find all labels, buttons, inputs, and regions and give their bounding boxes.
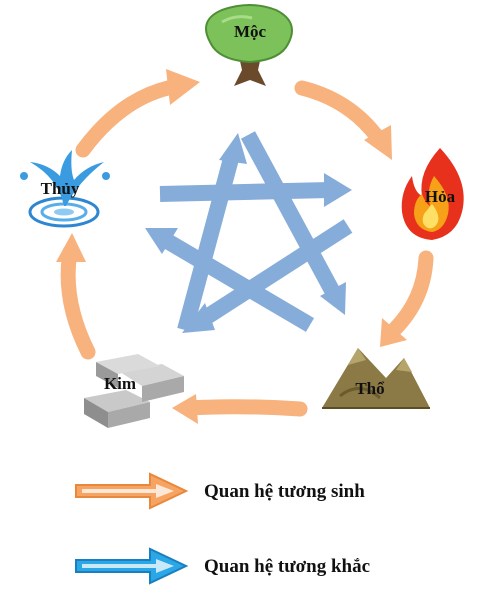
arrow-kim-to-thuy — [60, 244, 96, 360]
moc-node: Mộc — [205, 4, 293, 86]
arrowhead-tho-to-kim — [172, 394, 198, 424]
tho-node: Thổ — [322, 348, 430, 409]
star-arrow-1 — [159, 182, 331, 202]
water-splash-icon — [20, 150, 110, 228]
star-arrowhead-1 — [324, 173, 352, 207]
element-label-moc: Mộc — [234, 22, 267, 41]
overcoming-star-arrows — [157, 131, 353, 333]
element-label-thuy: Thủy — [41, 179, 80, 198]
arrow-thuy-to-moc — [75, 80, 176, 158]
tree-icon — [205, 4, 293, 86]
mountain-icon — [322, 348, 430, 409]
legend-item-overcoming: Quan hệ tương khắc — [75, 547, 370, 585]
star-arrowhead-2 — [320, 282, 346, 315]
element-label-kim: Kim — [104, 374, 136, 393]
star-arrow-2 — [240, 131, 343, 300]
legend-label-overcoming: Quan hệ tương khắc — [204, 556, 370, 577]
star-arrow-5 — [197, 219, 353, 327]
arrow-tho-to-kim — [180, 399, 308, 417]
generating-arrowheads — [56, 69, 407, 424]
legend-label-generating: Quan hệ tương sinh — [204, 481, 365, 502]
star-arrow-3 — [157, 231, 315, 332]
legend: Quan hệ tương sinh Quan hệ tương khắc — [75, 472, 370, 585]
arrowhead-kim-to-thuy — [56, 233, 86, 262]
thuy-node: Thủy — [20, 150, 110, 228]
overcoming-arrowheads — [145, 133, 352, 333]
arrowhead-hoa-to-tho — [380, 318, 407, 347]
metal-bars-icon — [84, 354, 184, 428]
star-arrow-4 — [177, 152, 240, 333]
arrow-hoa-to-tho — [386, 250, 434, 338]
kim-node: Kim — [84, 354, 184, 428]
arrowhead-moc-to-hoa — [364, 125, 392, 160]
star-arrowhead-3 — [145, 228, 178, 254]
star-arrowhead-5 — [182, 303, 215, 333]
element-label-hoa: Hỏa — [425, 187, 456, 206]
legend-item-generating: Quan hệ tương sinh — [75, 472, 365, 510]
generating-cycle-arrows — [60, 80, 434, 417]
element-label-tho: Thổ — [355, 379, 385, 398]
fire-icon — [401, 148, 464, 240]
arrowhead-thuy-to-moc — [166, 69, 200, 105]
star-arrowhead-4 — [219, 133, 247, 164]
hoa-node: Hỏa — [401, 148, 464, 240]
arrow-moc-to-hoa — [294, 80, 386, 146]
